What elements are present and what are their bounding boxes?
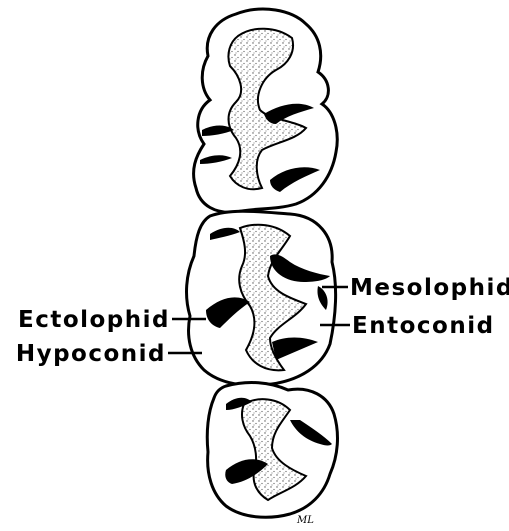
- ectolophid-label: Ectolophid: [18, 307, 170, 333]
- entoconid-label: Entoconid: [352, 313, 495, 339]
- lower-molar: [207, 383, 337, 518]
- upper-molar: [194, 9, 338, 212]
- artist-signature: ML: [296, 515, 314, 526]
- mesolophid-label: Mesolophid: [350, 275, 509, 301]
- middle-molar: [187, 211, 336, 385]
- hypoconid-label: Hypoconid: [16, 341, 166, 367]
